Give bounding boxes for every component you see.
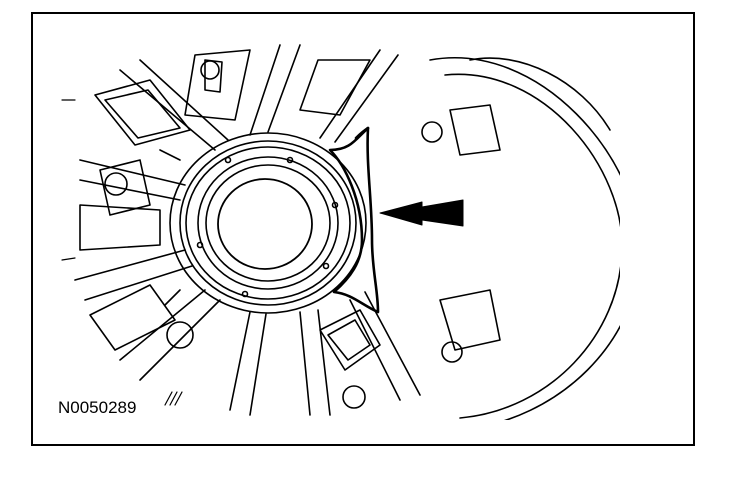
housing-outer-arc: [429, 57, 620, 420]
housing-edge-hatch: [61, 99, 183, 406]
seal-hub: [159, 132, 367, 314]
housing-ribs: [74, 44, 421, 416]
housing-windows: [79, 49, 501, 371]
arrow-icon: [379, 199, 464, 227]
gasket-seal: [328, 126, 380, 314]
housing-bosses: [99, 59, 463, 409]
reference-number: N0050289: [58, 398, 137, 417]
